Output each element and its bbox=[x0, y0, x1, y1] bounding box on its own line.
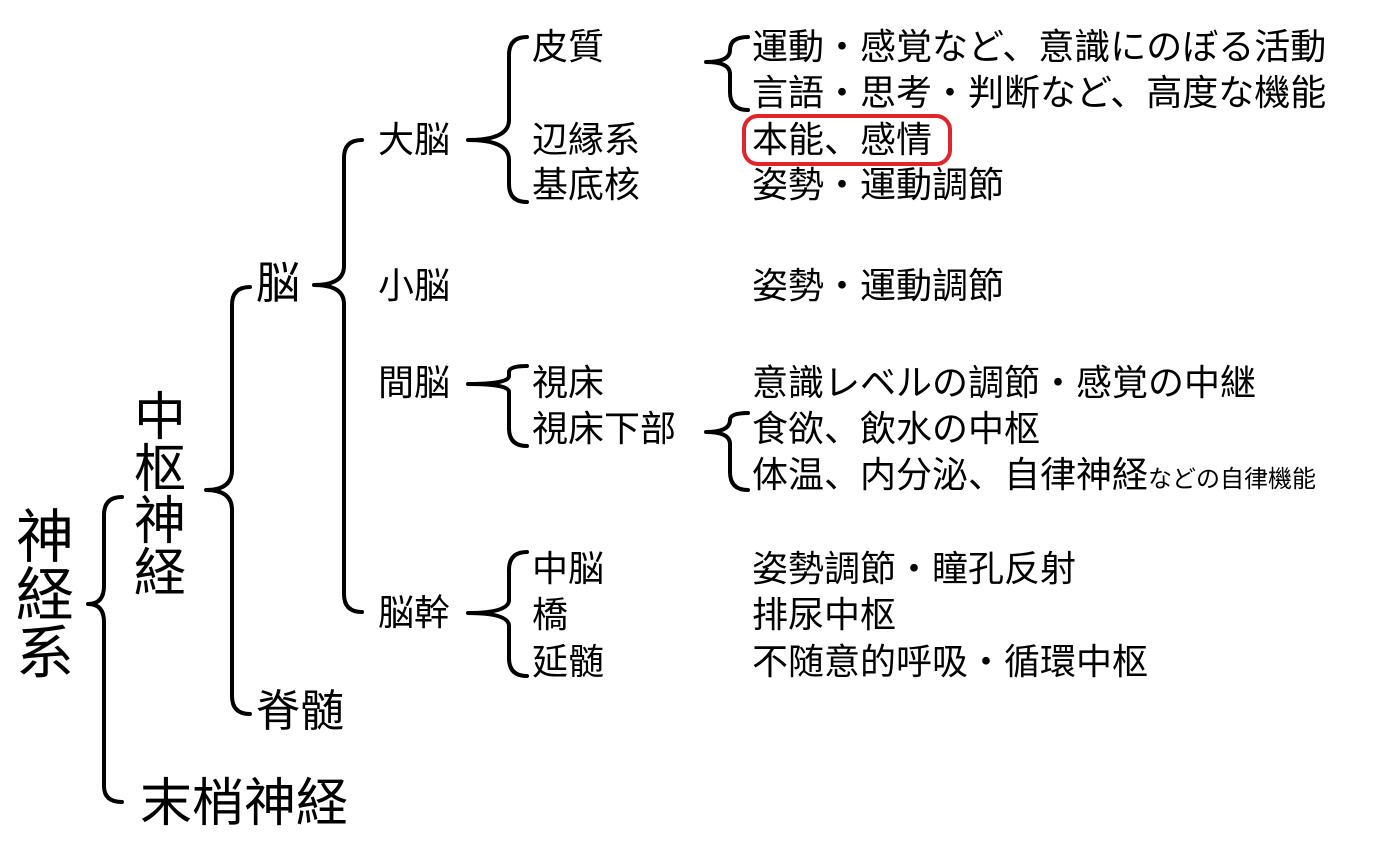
medulla-label: 延髄 bbox=[532, 642, 605, 683]
nervous-system-char: 神 bbox=[16, 503, 75, 571]
brainstem-label: 脳幹 bbox=[378, 593, 451, 634]
cortex-label: 皮質 bbox=[532, 27, 605, 68]
nervous-system-label: 神経系 bbox=[16, 508, 74, 682]
hypothalamus-function-2: 体温、内分泌、自律神経などの自律機能 bbox=[752, 458, 1316, 494]
brace-hypothalamus bbox=[704, 411, 750, 492]
basal-ganglia-label: 基底核 bbox=[532, 165, 641, 206]
hypothalamus-function-2-suffix: などの自律機能 bbox=[1148, 465, 1317, 493]
cerebellum-label: 小脳 bbox=[378, 266, 451, 307]
midbrain-function: 姿勢調節・瞳孔反射 bbox=[752, 549, 1077, 590]
brace-cerebrum bbox=[466, 35, 529, 204]
brace-root bbox=[86, 495, 124, 804]
central-nervous-system-char: 経 bbox=[134, 544, 187, 604]
brain-label: 脳 bbox=[256, 258, 300, 309]
medulla-function: 不随意的呼吸・循環中枢 bbox=[752, 642, 1149, 683]
hypothalamus-function-1: 食欲、飲水の中枢 bbox=[752, 409, 1041, 450]
peripheral-nervous-system-label: 末梢神経 bbox=[140, 774, 349, 834]
cortex-function-2: 言語・思考・判断など、高度な機能 bbox=[752, 73, 1327, 114]
highlight-box bbox=[742, 114, 952, 166]
midbrain-label: 中脳 bbox=[532, 549, 605, 590]
central-nervous-system-label: 中枢神経 bbox=[134, 392, 186, 600]
brace-cortex bbox=[704, 35, 750, 112]
basal-ganglia-function: 姿勢・運動調節 bbox=[752, 165, 1005, 206]
brace-brain bbox=[312, 138, 364, 614]
central-nervous-system-char: 神 bbox=[134, 492, 187, 552]
hypothalamus-function-2-main: 体温、内分泌、自律神経 bbox=[752, 455, 1149, 496]
nervous-system-char: 経 bbox=[16, 561, 75, 629]
brace-brainstem bbox=[466, 550, 529, 678]
central-nervous-system-char: 枢 bbox=[134, 440, 187, 500]
pons-function: 排尿中枢 bbox=[752, 595, 897, 636]
brace-cns bbox=[204, 285, 252, 716]
spinal-cord-label: 脊髄 bbox=[256, 686, 344, 737]
hypothalamus-label: 視床下部 bbox=[532, 409, 677, 450]
thalamus-function: 意識レベルの調節・感覚の中継 bbox=[752, 363, 1257, 404]
cerebellum-function: 姿勢・運動調節 bbox=[752, 266, 1005, 307]
diencephalon-label: 間脳 bbox=[378, 363, 451, 404]
cerebrum-label: 大脳 bbox=[378, 120, 451, 161]
central-nervous-system-char: 中 bbox=[134, 388, 187, 448]
pons-label: 橋 bbox=[532, 595, 569, 636]
limbic-label: 辺縁系 bbox=[532, 120, 641, 161]
thalamus-label: 視床 bbox=[532, 363, 605, 404]
limbic-function: 本能、感情 bbox=[752, 120, 933, 161]
nervous-system-char: 系 bbox=[16, 619, 75, 687]
cortex-function-1: 運動・感覚など、意識にのぼる活動 bbox=[752, 27, 1327, 68]
brace-diencephalon bbox=[466, 364, 529, 448]
